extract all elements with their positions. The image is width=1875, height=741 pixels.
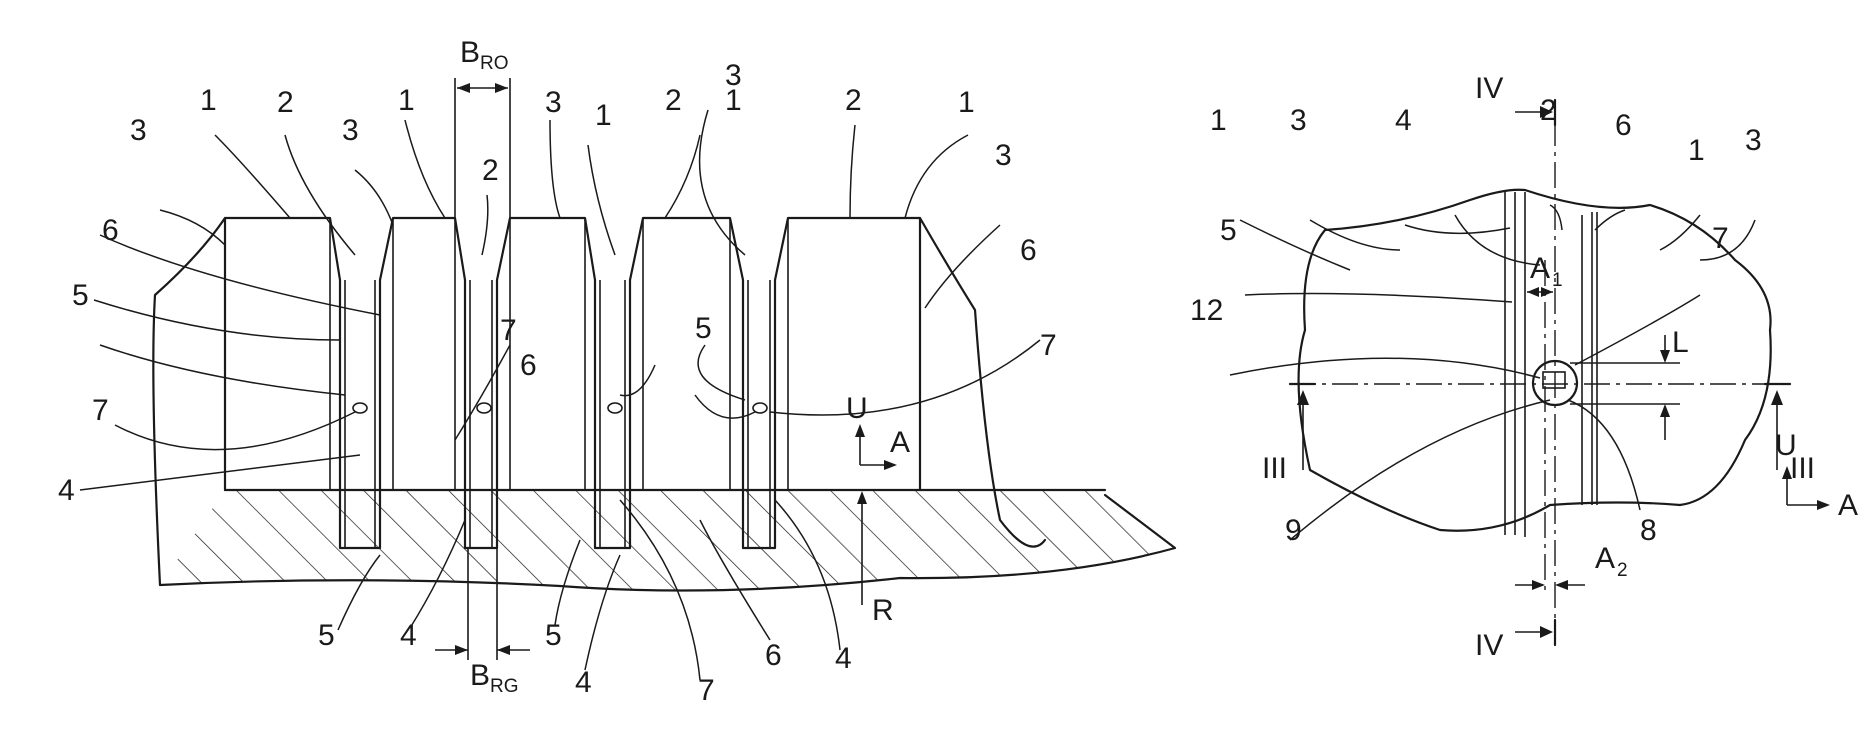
label-a-left: A [890,426,910,459]
label-iii-left: III [1262,452,1287,485]
a1-arrow-left [1527,287,1539,297]
right-label-5: 5 [1220,214,1237,247]
left-label-3-e: 3 [995,139,1012,172]
dimension-b-ro [455,78,510,218]
hole-rect-12 [1543,372,1565,388]
left-label-6-b: 6 [520,349,537,382]
iv-arrow-bottom-head [1540,626,1553,638]
left-label-2-b: 2 [482,154,499,187]
iii-arrow-right-head [1771,390,1783,405]
right-top-view: III III IV IV L A 1 [1190,72,1858,662]
hole-7-d [753,403,767,413]
label-u-right: U [1775,429,1797,462]
left-label-4-b: 4 [400,619,417,652]
left-label-2-a: 2 [277,86,294,119]
right-label-3-a: 3 [1290,104,1307,137]
left-label-5-a: 5 [72,279,89,312]
left-label-1-d: 1 [725,84,742,117]
right-label-4: 4 [1395,104,1412,137]
right-label-1-a: 1 [1210,104,1227,137]
left-label-1-c: 1 [595,99,612,132]
label-a1-sub: 1 [1552,270,1563,291]
l-arrow-top [1660,350,1670,363]
label-b-ro-sub: RO [480,53,509,74]
label-u-left: U [846,392,868,425]
left-label-6-c: 6 [765,639,782,672]
left-label-6-e: 6 [1020,234,1037,267]
right-label-9: 9 [1285,514,1302,547]
left-label-4-c: 4 [575,666,592,699]
l-arrow-bottom [1660,404,1670,417]
a2-arrow-right [1555,580,1568,590]
label-b-rg: B [470,659,490,692]
left-cross-section-view: B RO B RG U A R [58,36,1175,707]
label-a-right: A [1838,489,1858,522]
left-label-2-d: 2 [845,84,862,117]
left-label-6-a: 6 [102,214,119,247]
left-label-4-d: 4 [835,642,852,675]
label-iv-bottom: IV [1475,629,1503,662]
right-label-8: 8 [1640,514,1657,547]
hatched-base [160,490,1175,591]
label-a1: A [1530,252,1550,285]
label-a2: A [1595,542,1615,575]
left-label-3-c: 3 [545,86,562,119]
hole-7-b [477,403,491,413]
right-label-3-b: 3 [1745,124,1762,157]
leader-lines-right [1230,205,1755,540]
left-label-5-d: 5 [545,619,562,652]
label-b-rg-sub: RG [490,676,519,697]
label-b-ro: B [460,36,480,69]
label-a2-sub: 2 [1617,560,1628,581]
left-label-7-c: 7 [1040,329,1057,362]
left-label-7-a: 7 [92,394,109,427]
hole-7-c [608,403,622,413]
right-label-7: 7 [1712,222,1729,255]
right-label-12: 12 [1190,294,1223,327]
label-l: L [1672,326,1689,359]
right-label-1-b: 1 [1688,134,1705,167]
left-label-1-a: 1 [200,84,217,117]
left-label-1-e: 1 [958,86,975,119]
label-r: R [872,594,894,627]
left-label-4-a: 4 [58,474,75,507]
label-iv-top: IV [1475,72,1503,105]
left-label-7-b: 7 [500,314,517,347]
left-label-1-b: 1 [398,84,415,117]
left-label-5-c: 5 [318,619,335,652]
left-label-3-a: 3 [130,114,147,147]
right-label-2: 2 [1540,94,1557,127]
hole-7-a [353,403,367,413]
left-label-3-b: 3 [342,114,359,147]
right-label-6: 6 [1615,109,1632,142]
left-label-2-c: 2 [665,84,682,117]
a2-arrow-left [1532,580,1545,590]
left-label-5-b: 5 [695,312,712,345]
